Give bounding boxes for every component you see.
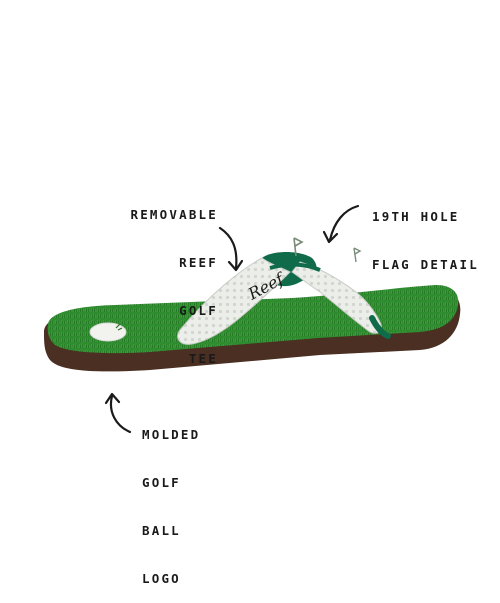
callout-golf-ball-logo: MOLDED GOLF BALL LOGO	[142, 395, 252, 603]
callout-flag-detail: 19TH HOLE FLAG DETAIL	[372, 177, 482, 289]
callout-line: LOGO	[142, 571, 181, 586]
callout-line: BALL	[142, 523, 181, 538]
product-illustration: Reef	[44, 204, 461, 434]
callout-removable-tee: REMOVABLE REEF GOLF TEE	[100, 175, 218, 383]
callout-line: GOLF	[142, 475, 181, 490]
arrow-logo	[109, 394, 132, 434]
arrow-flag	[328, 204, 360, 242]
flag-detail	[293, 237, 304, 257]
callout-line: 19TH HOLE	[372, 209, 460, 224]
arrow-tee	[218, 226, 238, 270]
callout-line: REEF	[179, 255, 218, 270]
callout-line: REMOVABLE	[130, 207, 218, 222]
toe-post	[369, 315, 391, 339]
callout-line: TEE	[188, 351, 218, 366]
sandal-strap-left	[177, 257, 291, 345]
callout-line: MOLDED	[142, 427, 201, 442]
callout-line: FLAG DETAIL	[372, 257, 479, 272]
callout-line: GOLF	[179, 303, 218, 318]
